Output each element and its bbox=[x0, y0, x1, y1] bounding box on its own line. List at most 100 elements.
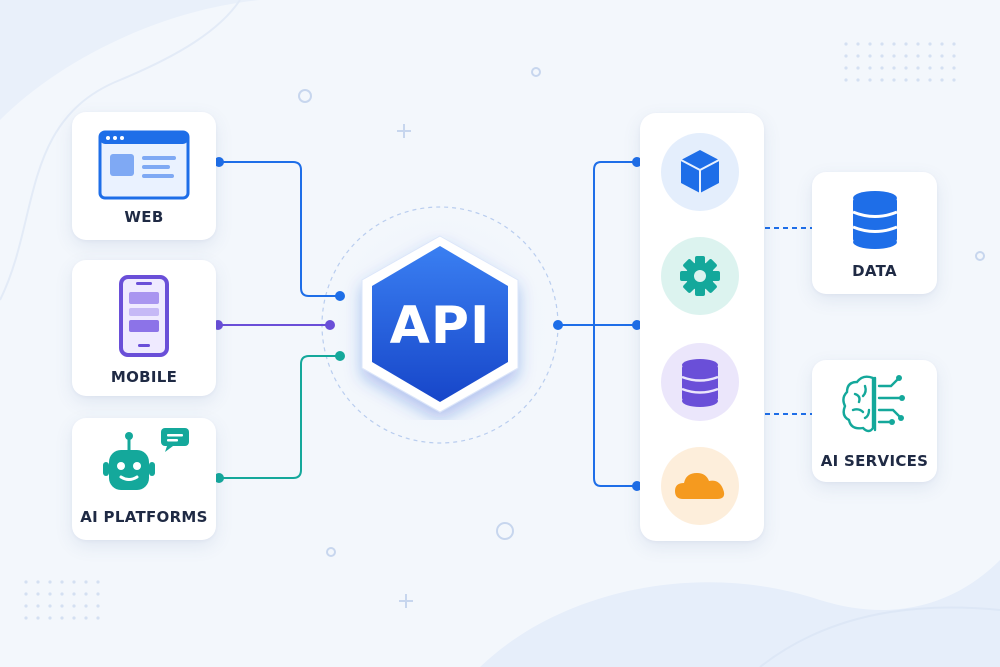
bg-wave-bottom bbox=[480, 560, 1000, 667]
bg-dot bbox=[36, 616, 40, 620]
bg-dot bbox=[84, 592, 88, 596]
bg-dot bbox=[856, 42, 860, 46]
wire-services-bus bbox=[593, 161, 637, 487]
bg-dot bbox=[856, 54, 860, 58]
gear-icon bbox=[680, 256, 720, 296]
bg-dot bbox=[844, 54, 848, 58]
bg-dot bbox=[904, 78, 908, 82]
bg-ring bbox=[531, 67, 541, 77]
robot-chat-icon bbox=[103, 428, 189, 490]
client-label-web: WEB bbox=[124, 208, 164, 226]
bg-ring bbox=[298, 89, 312, 103]
bg-dot bbox=[880, 54, 884, 58]
bg-wave-left bbox=[0, 0, 260, 120]
bg-dot bbox=[84, 604, 88, 608]
destination-card-ai-services: AI SERVICES bbox=[812, 360, 937, 482]
bg-dot bbox=[844, 78, 848, 82]
bg-dot bbox=[96, 592, 100, 596]
bg-dot bbox=[72, 580, 76, 584]
bg-dot bbox=[892, 54, 896, 58]
api-label: API bbox=[389, 296, 491, 356]
bg-dot bbox=[24, 592, 28, 596]
bg-dot bbox=[916, 66, 920, 70]
bg-dot bbox=[60, 604, 64, 608]
bg-dot bbox=[48, 580, 52, 584]
service-cube bbox=[661, 133, 739, 211]
bg-dot bbox=[940, 54, 944, 58]
bg-dot bbox=[36, 580, 40, 584]
database-icon bbox=[851, 191, 898, 249]
bg-dot bbox=[96, 616, 100, 620]
bg-dot bbox=[72, 604, 76, 608]
destination-card-data: DATA bbox=[812, 172, 937, 294]
bg-dot bbox=[904, 42, 908, 46]
browser-window-icon bbox=[98, 130, 190, 200]
bg-dot bbox=[940, 66, 944, 70]
cloud-icon bbox=[675, 473, 725, 499]
bg-dot-grid bbox=[24, 580, 100, 620]
destination-label-ai-services: AI SERVICES bbox=[820, 452, 929, 470]
bg-wave-left-2 bbox=[0, 0, 241, 301]
bg-dot bbox=[880, 42, 884, 46]
bg-ring bbox=[326, 547, 336, 557]
api-hub: API bbox=[340, 230, 540, 420]
bg-dot bbox=[36, 592, 40, 596]
cube-icon bbox=[680, 150, 720, 193]
bg-dot bbox=[84, 616, 88, 620]
bg-wave-bottom-2 bbox=[759, 606, 1000, 667]
mobile-phone-icon bbox=[119, 275, 169, 357]
bg-dot bbox=[916, 42, 920, 46]
service-gear bbox=[661, 237, 739, 315]
bg-dot bbox=[96, 604, 100, 608]
bg-dot bbox=[952, 78, 956, 82]
bg-dot bbox=[880, 78, 884, 82]
bg-dot bbox=[856, 78, 860, 82]
bg-dot bbox=[928, 66, 932, 70]
bg-dot bbox=[36, 604, 40, 608]
bg-dot bbox=[916, 78, 920, 82]
bg-dot bbox=[916, 54, 920, 58]
bg-dot bbox=[868, 78, 872, 82]
client-card-ai-platforms: AI PLATFORMS bbox=[72, 418, 216, 540]
service-cloud bbox=[661, 447, 739, 525]
bg-dot bbox=[880, 66, 884, 70]
database-icon bbox=[681, 359, 719, 407]
bg-plus bbox=[397, 124, 413, 608]
bg-dot bbox=[84, 580, 88, 584]
bg-dot bbox=[892, 66, 896, 70]
bg-dot bbox=[940, 78, 944, 82]
bg-dot bbox=[60, 592, 64, 596]
bg-dot bbox=[48, 592, 52, 596]
client-card-mobile: MOBILE bbox=[72, 260, 216, 396]
service-database bbox=[661, 343, 739, 421]
bg-dot bbox=[48, 604, 52, 608]
bg-dot bbox=[24, 580, 28, 584]
bg-ring bbox=[975, 251, 985, 261]
bg-dot bbox=[72, 616, 76, 620]
bg-dot bbox=[928, 78, 932, 82]
bg-dot bbox=[952, 66, 956, 70]
bg-dot bbox=[96, 580, 100, 584]
destination-label-data: DATA bbox=[852, 262, 897, 280]
bg-dot bbox=[856, 66, 860, 70]
bg-dot bbox=[48, 616, 52, 620]
client-label-ai-platforms: AI PLATFORMS bbox=[80, 508, 208, 526]
bg-dot bbox=[928, 54, 932, 58]
bg-dot bbox=[72, 592, 76, 596]
client-card-web: WEB bbox=[72, 112, 216, 240]
bg-dot bbox=[904, 66, 908, 70]
bg-dot bbox=[868, 54, 872, 58]
bg-dot bbox=[892, 42, 896, 46]
brain-circuit-icon bbox=[841, 375, 905, 433]
hexagon-icon bbox=[361, 235, 519, 413]
bg-dot bbox=[952, 54, 956, 58]
bg-dot bbox=[904, 54, 908, 58]
client-label-mobile: MOBILE bbox=[110, 368, 178, 386]
bg-dot bbox=[892, 78, 896, 82]
bg-ring bbox=[496, 522, 514, 540]
bg-dot bbox=[24, 616, 28, 620]
bg-dot bbox=[952, 42, 956, 46]
bg-dot bbox=[24, 604, 28, 608]
wire-web bbox=[219, 161, 340, 297]
